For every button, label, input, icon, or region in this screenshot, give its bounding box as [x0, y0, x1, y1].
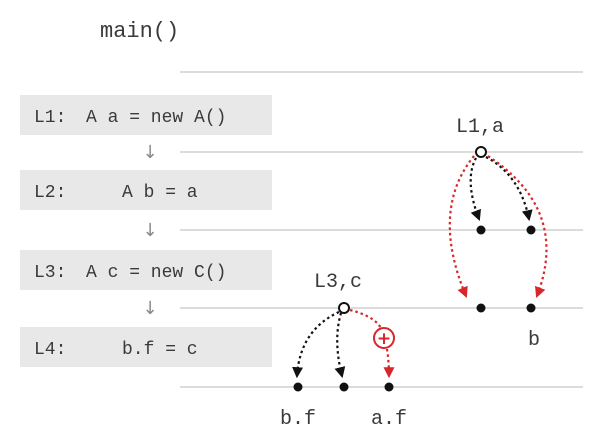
flow-arrow-icon: ↓: [142, 298, 157, 319]
plus-circle-icon: [373, 327, 395, 349]
function-title: main(): [100, 19, 179, 44]
flow-arrow-icon: ↓: [142, 142, 157, 163]
variable-dot: [526, 303, 536, 313]
variable-dot: [526, 225, 536, 235]
statement-box-l4: L4: b.f = c: [20, 327, 272, 367]
alloc-node-l3: [338, 302, 350, 314]
statement-box-l1: L1: A a = new A(): [20, 95, 272, 135]
statement-code: b.f = c: [122, 340, 198, 360]
statement-code: A b = a: [122, 183, 198, 203]
field-dot: [339, 382, 349, 392]
var-label-b: b: [528, 329, 540, 352]
statement-label: L1:: [34, 108, 66, 128]
statement-label: L2:: [34, 183, 66, 203]
field-label-af: a.f: [371, 408, 407, 431]
field-label-bf: b.f: [280, 408, 316, 431]
variable-dot: [476, 303, 486, 313]
new-edge-red: [349, 308, 382, 329]
alloc-node-l1: [475, 146, 487, 158]
points-to-edge: [469, 157, 481, 222]
statement-code: A c = new C(): [86, 263, 226, 283]
field-dot: [293, 382, 303, 392]
field-dot: [384, 382, 394, 392]
points-to-edge: [292, 311, 340, 379]
new-edge-red: [487, 155, 548, 299]
statement-label: L4:: [34, 340, 66, 360]
new-edge-red: [383, 348, 395, 379]
points-to-edge: [485, 156, 533, 222]
plus-symbol: +: [377, 329, 391, 349]
alloc-node-label-l1: L1,a: [456, 116, 504, 139]
new-edge-red: [448, 155, 475, 299]
alloc-node-label-l3: L3,c: [314, 271, 362, 294]
statement-box-l2: L2: A b = a: [20, 170, 272, 210]
statement-label: L3:: [34, 263, 66, 283]
variable-dot: [476, 225, 486, 235]
points-to-edge: [334, 312, 346, 379]
statement-box-l3: L3: A c = new C(): [20, 250, 272, 290]
statement-code: A a = new A(): [86, 108, 226, 128]
flow-arrow-icon: ↓: [142, 220, 157, 241]
